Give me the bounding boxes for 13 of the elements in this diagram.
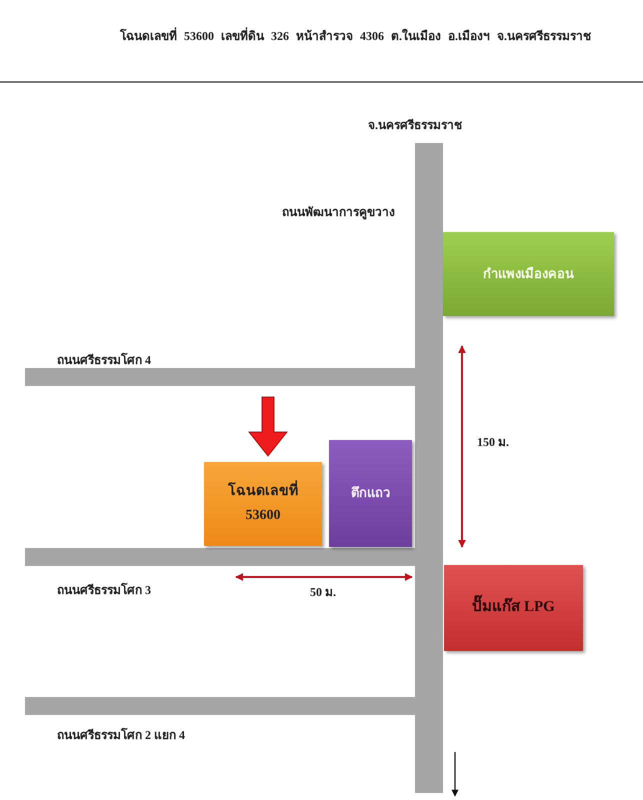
road-label: ถนนพัฒนาการคูขวาง xyxy=(282,204,395,221)
road-label: ถนนศรีธรรมโศก 2 แยก 4 xyxy=(57,726,185,744)
province-label: จ.นครศรีธรรมราช xyxy=(368,117,462,134)
title: โฉนดเลขที่ 53600 เลขที่ดิน 326 หน้าสำรวจ 4306 ต.ในเมือง อ.เมืองฯ จ.นครศรีธรรมราช xyxy=(120,26,591,45)
road-label: ถนนศรีธรรมโศก 4 xyxy=(57,352,151,369)
distance-label: 150 ม. xyxy=(477,434,509,451)
land-plot-box: โฉนดเลขที่ 53600 xyxy=(204,462,322,546)
gas-station-box: ปั๊มแก๊ส LPG xyxy=(444,565,583,651)
road-label: ถนนศรีธรรมโศก 3 xyxy=(57,582,151,599)
building-box: กำแพงเมืองคอน xyxy=(443,232,614,316)
building-box: ตึกแถว xyxy=(329,440,412,547)
distance-label: 50 ม. xyxy=(310,584,336,601)
arrow xyxy=(248,396,288,457)
